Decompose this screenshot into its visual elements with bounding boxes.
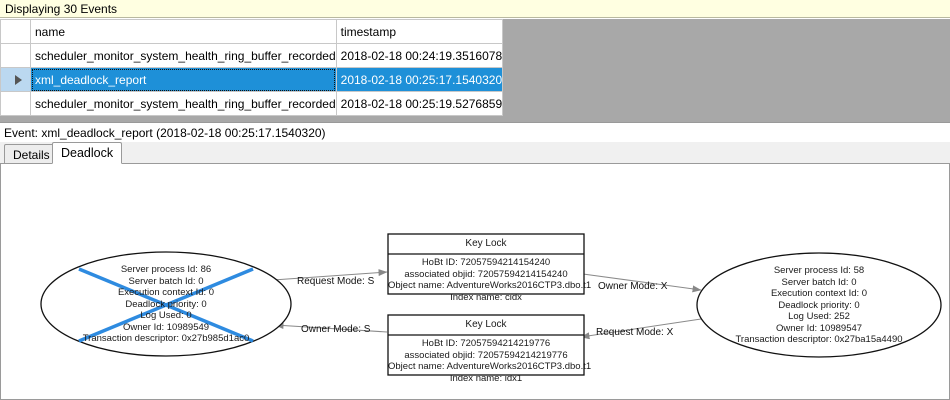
tab-details[interactable]: Details: [4, 144, 59, 164]
cell-timestamp[interactable]: 2018-02-18 00:25:19.5276859: [335, 91, 504, 116]
table-row[interactable]: scheduler_monitor_system_health_ring_buf…: [0, 43, 504, 68]
event-detail-title: Event: xml_deadlock_report (2018-02-18 0…: [4, 125, 326, 140]
column-header-timestamp[interactable]: timestamp: [335, 19, 504, 44]
row-selector-cell-current[interactable]: [0, 67, 31, 92]
row-selector-header: [0, 19, 31, 44]
top-key-lock-box: [387, 233, 585, 295]
events-count-label: Displaying 30 Events: [5, 1, 118, 16]
edge-label-right-request: Request Mode: X: [596, 327, 674, 338]
tab-details-label: Details: [13, 147, 50, 162]
bottom-key-lock-box: [387, 314, 585, 376]
edge-label-left-owner: Owner Mode: S: [301, 324, 371, 335]
table-row-selected[interactable]: xml_deadlock_report 2018-02-18 00:25:17.…: [0, 67, 504, 92]
edge-right-request-line: [580, 318, 702, 340]
cell-name[interactable]: xml_deadlock_report: [30, 67, 337, 92]
edge-label-right-owner: Owner Mode: X: [598, 281, 668, 292]
cell-timestamp[interactable]: 2018-02-18 00:24:19.3516078: [335, 43, 504, 68]
event-detail-header: Event: xml_deadlock_report (2018-02-18 0…: [0, 122, 950, 142]
cell-name[interactable]: scheduler_monitor_system_health_ring_buf…: [30, 91, 337, 116]
table-row[interactable]: scheduler_monitor_system_health_ring_buf…: [0, 91, 504, 116]
column-header-name[interactable]: name: [30, 19, 337, 44]
events-grid[interactable]: name timestamp scheduler_monitor_system_…: [0, 19, 950, 122]
events-count-banner: Displaying 30 Events: [0, 0, 950, 18]
tab-deadlock[interactable]: Deadlock: [52, 142, 123, 164]
tab-deadlock-label: Deadlock: [61, 146, 114, 160]
cell-timestamp[interactable]: 2018-02-18 00:25:17.1540320: [335, 67, 504, 92]
deadlock-graph-shapes: [40, 233, 942, 376]
events-table: name timestamp scheduler_monitor_system_…: [0, 19, 504, 116]
edge-right-owner-line: [582, 273, 702, 293]
edge-label-left-request: Request Mode: S: [297, 276, 375, 287]
cell-name[interactable]: scheduler_monitor_system_health_ring_buf…: [30, 43, 337, 68]
detail-tabstrip: Details Deadlock: [0, 142, 950, 164]
current-row-arrow-icon: [15, 74, 22, 85]
right-process-ellipse: [696, 252, 942, 358]
victim-cross-icon-b: [78, 267, 254, 343]
table-header-row: name timestamp: [0, 19, 504, 44]
edge-left-request-line: [272, 269, 388, 281]
row-selector-cell[interactable]: [0, 91, 31, 116]
row-selector-cell[interactable]: [0, 43, 31, 68]
edge-left-owner-line: [274, 322, 388, 333]
deadlock-graph-canvas[interactable]: Server process Id: 86 Server batch Id: 0…: [0, 164, 950, 400]
